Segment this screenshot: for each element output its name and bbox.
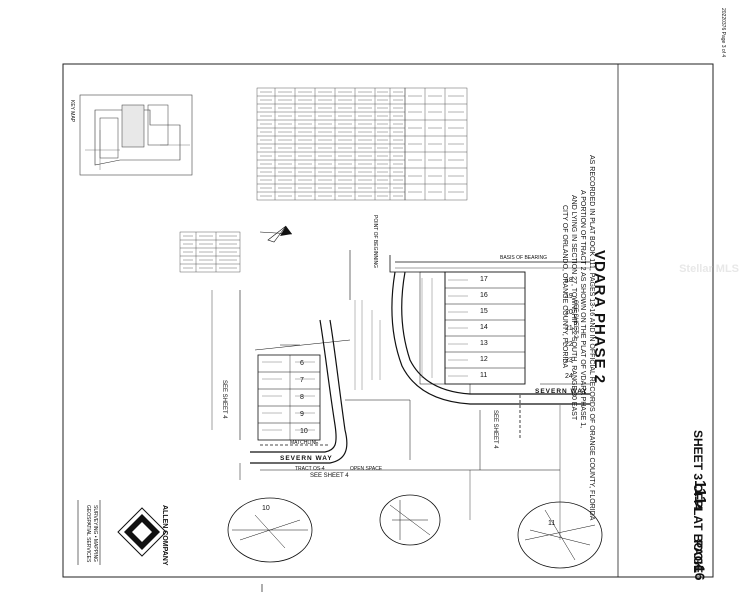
plat-subtitle-line-1: AS RECORDED IN PLAT BOOK 111, PAGES 13-1… (588, 155, 595, 521)
tract-os-label: TRACT OS-4 (295, 466, 325, 472)
plat-book-number: 111 (691, 480, 708, 505)
lot-16: 16 (480, 292, 488, 299)
lot-14: 14 (480, 324, 488, 331)
lot-6: 6 (300, 360, 304, 367)
allen-company-logo (77, 500, 167, 565)
doc-stamp: 20220376 Page 3 of 4 (720, 8, 726, 58)
lot-17: 17 (480, 276, 488, 283)
lot-15: 15 (480, 308, 488, 315)
dimension-marks (262, 278, 468, 431)
see-sheet-4-right: SEE SHEET 4 (492, 410, 498, 449)
key-map-label: KEY MAP (69, 100, 75, 123)
lot-10: 10 (300, 428, 308, 435)
basis-of-bearing: BASIS OF BEARING (500, 255, 547, 261)
lot-8: 8 (300, 394, 304, 401)
lot-24: 24 (565, 373, 573, 380)
lot-20: 20 (565, 309, 573, 316)
detail-circle-1 (227, 497, 313, 563)
lot-11: 11 (480, 372, 488, 379)
lot-9: 9 (300, 411, 304, 418)
lot-12: 12 (480, 356, 488, 363)
north-arrow (259, 225, 293, 243)
lot-22: 22 (565, 341, 573, 348)
lot-7: 7 (300, 377, 304, 384)
see-sheet-4-left: SEE SHEET 4 (221, 380, 227, 419)
street-severn-way: SEVERN WAY (535, 388, 588, 395)
watermark: Stellar MLS (679, 263, 739, 275)
see-sheet-4-bottom: SEE SHEET 4 (310, 473, 349, 479)
detail-circle-3 (517, 501, 603, 569)
point-of-beginning: POINT OF BEGINNING (372, 215, 378, 268)
detail-lot-10: 10 (262, 505, 270, 512)
detail-lot-11: 11 (548, 520, 556, 527)
curve-table-2 (404, 87, 468, 201)
lot-23: 23 (565, 357, 573, 364)
lot-13: 13 (480, 340, 488, 347)
table-text-marks (260, 91, 464, 197)
detail-circle-2 (379, 494, 441, 546)
lot-19: 19 (565, 293, 573, 300)
see-sheet-2: SEE SHEET 2 (572, 300, 578, 339)
key-map (79, 94, 193, 176)
plat-linework (211, 250, 590, 540)
lot-21: 21 (565, 325, 573, 332)
line-table (179, 231, 241, 273)
firm-services-2: GEOSPATIAL SERVICES (85, 505, 91, 563)
open-space-label: OPEN SPACE (350, 466, 383, 472)
lot-18: 18 (565, 277, 573, 284)
firm-services: SURVEYING • MAPPING (92, 505, 98, 562)
firm-name: ALLEN COMPANY (161, 505, 168, 566)
matchline-label: MATCHLINE (290, 440, 319, 446)
page-number: 16 (692, 565, 708, 581)
sheet-border (62, 63, 714, 578)
street-severn-way-lower: SEVERN WAY (280, 455, 333, 462)
curve-table (256, 87, 406, 201)
